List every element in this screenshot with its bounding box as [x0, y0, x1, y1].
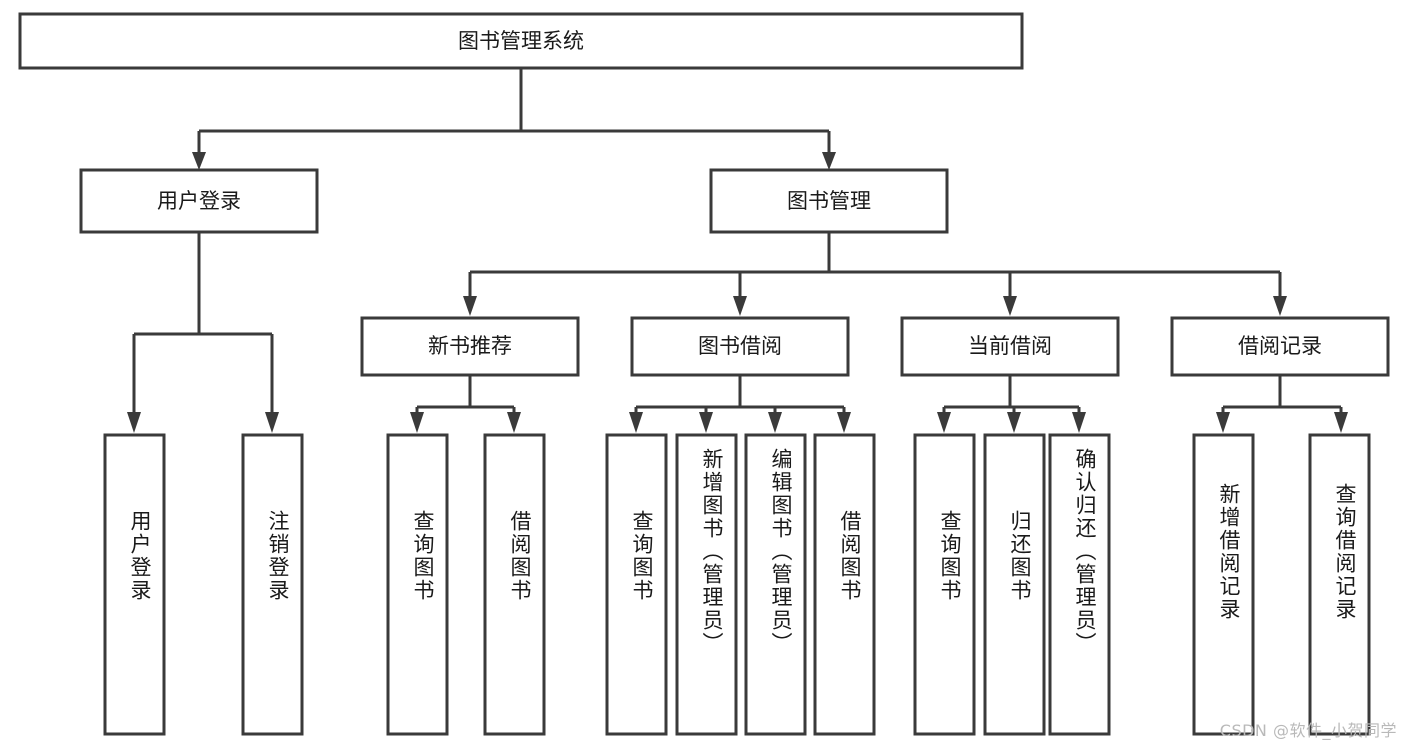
- arrowhead-leaf-query-record: [1334, 412, 1348, 433]
- node-user-login[interactable]: 用户登录: [79, 168, 319, 234]
- node-book-manage[interactable]: 图书管理: [709, 168, 949, 234]
- node-leaf-edit-book-box[interactable]: [744, 433, 807, 736]
- connector-group-book-borrow-to-leaves: [629, 375, 851, 433]
- node-leaf-borrow-book-1-label: 借阅图书: [508, 510, 532, 602]
- arrowhead-current-borrow: [1003, 296, 1017, 316]
- node-leaf-edit-book[interactable]: 编辑图书（管理员）: [744, 433, 807, 736]
- node-leaf-query-book-3-box[interactable]: [913, 433, 976, 736]
- node-new-book-rec-label: 新书推荐: [428, 334, 512, 358]
- node-leaf-query-record-label: 查询借阅记录: [1333, 483, 1357, 621]
- arrowhead-leaf-borrow-book-1: [507, 412, 521, 433]
- node-leaf-confirm-return-label: 确认归还（管理员）: [1073, 448, 1097, 655]
- node-leaf-add-record[interactable]: 新增借阅记录: [1192, 433, 1255, 736]
- node-leaf-confirm-return-box[interactable]: [1048, 433, 1111, 736]
- node-leaf-logout-label: 注销登录: [266, 510, 290, 602]
- arrowhead-leaf-add-book: [699, 412, 713, 433]
- node-leaf-query-book-1-label: 查询图书: [411, 510, 435, 602]
- arrowhead-leaf-query-book-3: [937, 412, 951, 433]
- node-leaf-query-book-3[interactable]: 查询图书: [913, 433, 976, 736]
- node-book-borrow-label: 图书借阅: [698, 334, 782, 358]
- node-leaf-add-book[interactable]: 新增图书（管理员）: [675, 433, 738, 736]
- arrowhead-leaf-edit-book: [768, 412, 782, 433]
- node-leaf-logout-box[interactable]: [241, 433, 304, 736]
- arrowhead-borrow-record: [1273, 296, 1287, 316]
- node-leaf-user-login[interactable]: 用户登录: [103, 433, 166, 736]
- node-borrow-record[interactable]: 借阅记录: [1170, 316, 1390, 377]
- connector-group-new-book-rec-to-leaves: [410, 375, 521, 433]
- node-leaf-return-book[interactable]: 归还图书: [983, 433, 1046, 736]
- node-borrow-record-label: 借阅记录: [1238, 334, 1322, 358]
- node-leaf-logout[interactable]: 注销登录: [241, 433, 304, 736]
- node-book-borrow[interactable]: 图书借阅: [630, 316, 850, 377]
- node-leaf-query-book-2-box[interactable]: [605, 433, 668, 736]
- node-leaf-borrow-book-2[interactable]: 借阅图书: [813, 433, 876, 736]
- node-leaf-add-record-box[interactable]: [1192, 433, 1255, 736]
- connector-group-user-login-to-leaves: [127, 232, 279, 433]
- node-leaf-return-book-label: 归还图书: [1008, 510, 1032, 602]
- node-user-login-box[interactable]: [79, 168, 319, 234]
- node-leaf-user-login-label: 用户登录: [128, 510, 152, 602]
- node-root-box[interactable]: [18, 12, 1024, 70]
- node-leaf-borrow-book-1-box[interactable]: [483, 433, 546, 736]
- node-leaf-borrow-book-1[interactable]: 借阅图书: [483, 433, 546, 736]
- node-user-login-label: 用户登录: [157, 189, 241, 213]
- node-leaf-query-book-2[interactable]: 查询图书: [605, 433, 668, 736]
- arrowhead-leaf-query-book-2: [629, 412, 643, 433]
- node-leaf-add-record-label: 新增借阅记录: [1217, 483, 1241, 621]
- arrowhead-book-borrow: [733, 296, 747, 316]
- node-current-borrow-box[interactable]: [900, 316, 1120, 377]
- node-leaf-query-book-2-label: 查询图书: [630, 510, 654, 602]
- connector-group-book-manage-to-level3: [463, 232, 1287, 316]
- arrowhead-leaf-add-record: [1216, 412, 1230, 433]
- node-current-borrow[interactable]: 当前借阅: [900, 316, 1120, 377]
- node-leaf-borrow-book-2-box[interactable]: [813, 433, 876, 736]
- node-leaf-user-login-box[interactable]: [103, 433, 166, 736]
- node-leaf-edit-book-label: 编辑图书（管理员）: [769, 448, 793, 655]
- node-current-borrow-label: 当前借阅: [968, 334, 1052, 358]
- connector-group-current-borrow-to-leaves: [937, 375, 1086, 433]
- arrowhead-leaf-logout: [265, 412, 279, 433]
- node-leaf-borrow-book-2-label: 借阅图书: [838, 510, 862, 602]
- node-borrow-record-box[interactable]: [1170, 316, 1390, 377]
- arrowhead-leaf-user-login: [127, 412, 141, 433]
- node-root[interactable]: 图书管理系统: [18, 12, 1024, 70]
- node-leaf-query-record[interactable]: 查询借阅记录: [1308, 433, 1371, 736]
- node-leaf-query-book-3-label: 查询图书: [938, 510, 962, 602]
- node-leaf-query-record-box[interactable]: [1308, 433, 1371, 736]
- node-root-label: 图书管理系统: [458, 29, 584, 53]
- node-new-book-rec-box[interactable]: [360, 316, 580, 377]
- node-book-manage-label: 图书管理: [787, 189, 871, 213]
- node-leaf-confirm-return[interactable]: 确认归还（管理员）: [1048, 433, 1111, 736]
- arrowhead-leaf-return-book: [1007, 412, 1021, 433]
- node-leaf-add-book-label: 新增图书（管理员）: [700, 448, 724, 655]
- node-leaf-query-book-1[interactable]: 查询图书: [386, 433, 449, 736]
- node-book-manage-box[interactable]: [709, 168, 949, 234]
- connector-group-root-to-level2: [192, 68, 836, 170]
- arrowhead-leaf-query-book-1: [410, 412, 424, 433]
- node-new-book-rec[interactable]: 新书推荐: [360, 316, 580, 377]
- node-leaf-query-book-1-box[interactable]: [386, 433, 449, 736]
- arrowhead-user-login: [192, 152, 206, 170]
- arrowhead-leaf-confirm-return: [1072, 412, 1086, 433]
- node-leaf-return-book-box[interactable]: [983, 433, 1046, 736]
- node-book-borrow-box[interactable]: [630, 316, 850, 377]
- node-leaf-add-book-box[interactable]: [675, 433, 738, 736]
- arrowhead-leaf-borrow-book-2: [837, 412, 851, 433]
- connector-group-borrow-record-to-leaves: [1216, 375, 1348, 433]
- arrowhead-book-manage: [822, 152, 836, 170]
- arrowhead-new-book-rec: [463, 296, 477, 316]
